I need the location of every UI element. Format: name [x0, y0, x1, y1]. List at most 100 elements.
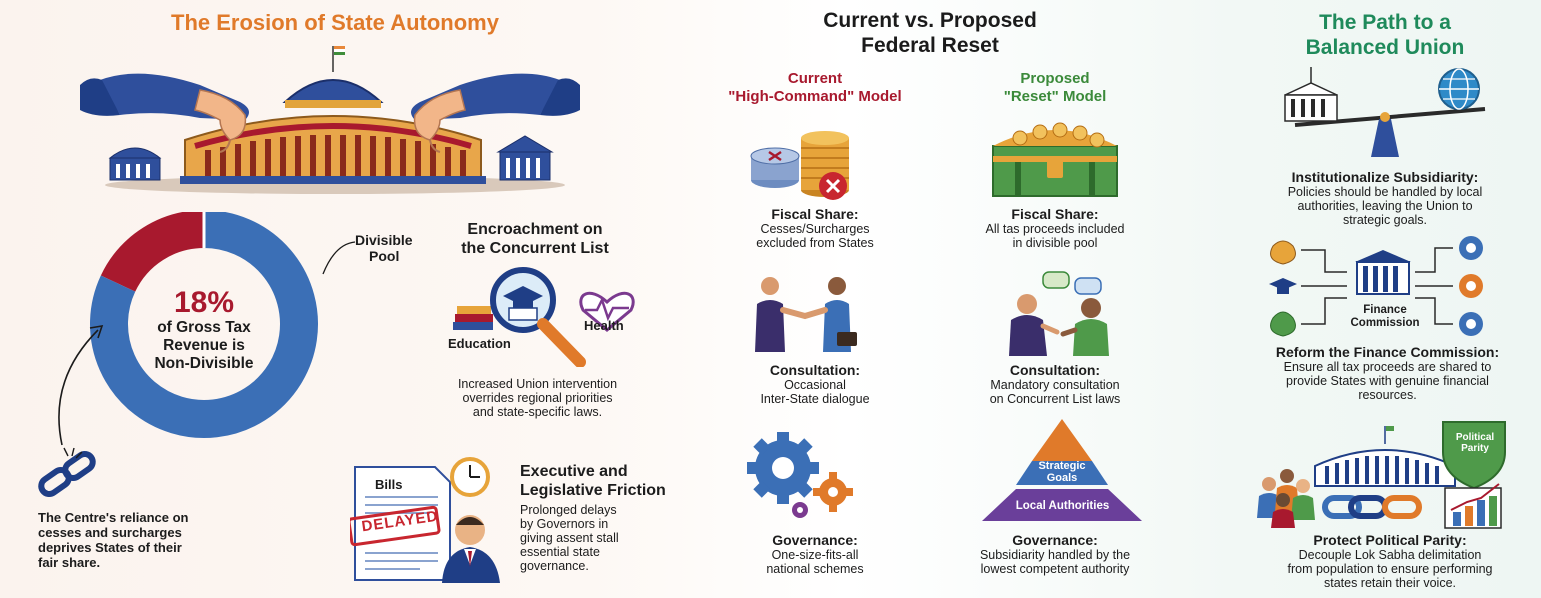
curved-arrow-icon: [58, 324, 104, 446]
parity-line3: states retain their voice.: [1323, 576, 1456, 590]
concurrent-title-line2: the Concurrent List: [461, 240, 609, 257]
current-header-line1: Current: [787, 70, 843, 87]
donut-center-label: 18% of Gross Tax Revenue is Non-Divisibl…: [140, 287, 268, 373]
friction-description: Prolonged delays by Governors in giving …: [520, 503, 670, 573]
proposed-consultation-block: Consultation: Mandatory consultation on …: [945, 362, 1165, 407]
concurrent-desc-line2: overrides regional priorities: [462, 391, 613, 405]
education-label: Education: [448, 336, 511, 351]
proposed-gov-line1: Subsidiarity handled by the: [979, 548, 1131, 562]
balance-scale-icon: [1284, 67, 1486, 157]
current-fiscal-line1: Cesses/Surcharges: [760, 222, 870, 236]
current-fiscal-line2: excluded from States: [756, 236, 874, 250]
callout-pointer-line: [322, 241, 356, 275]
donut-segment-divisible: [90, 212, 318, 438]
subsidiarity-block: Institutionalize Subsidiarity: Policies …: [1250, 169, 1520, 228]
cess-note-line3: deprives States of their: [38, 540, 182, 555]
friction-title-line1: Executive and: [520, 463, 628, 480]
middle-title-line1: Current vs. Proposed: [823, 9, 1037, 32]
political-parity-illustration: [1257, 421, 1506, 529]
delayed-bills-governor-illustration: [350, 457, 500, 583]
proposed-header-line2: "Reset" Model: [1003, 88, 1107, 105]
dialogue-icon: [1009, 271, 1109, 356]
donut-rings: [90, 212, 318, 438]
current-header-line2: "High-Command" Model: [728, 88, 902, 105]
parity-title: Protect Political Parity:: [1313, 532, 1467, 548]
finance-commission-block: Reform the Finance Commission: Ensure al…: [1250, 344, 1525, 403]
current-gov-line1: One-size-fits-all: [771, 548, 859, 562]
finance-commission-label: Finance Commission: [1330, 304, 1440, 330]
concurrent-description: Increased Union intervention overrides r…: [430, 377, 645, 419]
cess-note: The Centre's reliance on cesses and surc…: [38, 510, 258, 570]
proposed-fiscal-block: Fiscal Share: All tas proceeds included …: [945, 206, 1165, 251]
pyramid-top-line2: Goals: [1046, 472, 1078, 484]
cess-note-line4: fair share.: [38, 555, 101, 570]
middle-panel-title: Current vs. Proposed Federal Reset: [760, 8, 1100, 58]
finance-line2: provide States with genuine financial: [1286, 374, 1489, 388]
finance-line3: resources.: [1358, 388, 1417, 402]
concurrent-desc-line1: Increased Union intervention: [457, 377, 618, 391]
pyramid-strategic-goals-label: Strategic Goals: [1022, 460, 1102, 484]
donut-segment-non-divisible: [100, 212, 205, 293]
current-gov-title: Governance:: [772, 532, 858, 548]
pyramid-top-line1: Strategic: [1038, 460, 1086, 472]
proposed-gov-line2: lowest competent authority: [980, 562, 1130, 576]
friction-desc-line4: essential state: [520, 545, 600, 559]
non-divisible-percent: 18%: [173, 286, 235, 319]
parity-line1: Decouple Lok Sabha delimitation: [1298, 548, 1482, 562]
proposed-consult-line2: on Concurrent List laws: [989, 392, 1121, 406]
finance-line1: Ensure all tax proceeds are shared to: [1283, 360, 1492, 374]
proposed-gov-title: Governance:: [1012, 532, 1098, 548]
political-parity-shield-label: Political Parity: [1443, 432, 1507, 454]
friction-title: Executive and Legislative Friction: [520, 462, 700, 500]
divisible-pool-donut-chart: [90, 212, 318, 438]
proposed-consult-line1: Mandatory consultation: [990, 378, 1120, 392]
parity-shield-line1: Political: [1455, 432, 1495, 443]
proposed-header-line1: Proposed: [1020, 70, 1090, 87]
current-fiscal-block: Fiscal Share: Cesses/Surcharges excluded…: [710, 206, 920, 251]
right-title-line2: Balanced Union: [1305, 36, 1465, 59]
parity-shield-line2: Parity: [1461, 443, 1489, 454]
subsidiarity-title: Institutionalize Subsidiarity:: [1291, 169, 1479, 185]
divisible-pool-callout-line2: Pool: [369, 248, 400, 264]
current-gov-line2: national schemes: [766, 562, 864, 576]
finance-diagram-line2: Commission: [1350, 317, 1420, 329]
finance-title: Reform the Finance Commission:: [1275, 344, 1500, 360]
pyramid-local-authorities-label: Local Authorities: [1015, 500, 1110, 512]
middle-title-line2: Federal Reset: [861, 34, 999, 57]
proposed-consult-title: Consultation:: [1009, 362, 1101, 378]
treasure-chest-icon: [992, 122, 1118, 197]
proposed-governance-block: Governance: Subsidiarity handled by the …: [945, 532, 1165, 577]
proposed-fiscal-title: Fiscal Share:: [1011, 206, 1099, 222]
current-consultation-block: Consultation: Occasional Inter-State dia…: [710, 362, 920, 407]
bills-label: Bills: [375, 477, 403, 492]
concurrent-desc-line3: and state-specific laws.: [472, 405, 603, 419]
current-consult-line1: Occasional: [784, 378, 846, 392]
current-consult-line2: Inter-State dialogue: [760, 392, 870, 406]
subsidiarity-line2: authorities, leaving the Union to: [1297, 199, 1473, 213]
parity-line2: from population to ensure performing: [1287, 562, 1493, 576]
broken-chain-icon: [38, 447, 96, 498]
friction-desc-line1: Prolonged delays: [520, 503, 617, 517]
current-model-header: Current "High-Command" Model: [705, 70, 925, 106]
finance-commission-flow-diagram: [1269, 236, 1483, 337]
subsidiarity-line1: Policies should be handled by local: [1287, 185, 1483, 199]
current-consult-title: Consultation:: [769, 362, 861, 378]
proposed-fiscal-line2: in divisible pool: [1012, 236, 1098, 250]
left-panel-title: The Erosion of State Autonomy: [171, 10, 499, 35]
current-fiscal-title: Fiscal Share:: [771, 206, 859, 222]
cess-note-line1: The Centre's reliance on: [38, 510, 189, 525]
proposed-model-header: Proposed "Reset" Model: [955, 70, 1155, 106]
magnifier-education-health-illustration: [453, 267, 635, 367]
health-label: Health: [584, 318, 624, 333]
subsidiarity-line3: strategic goals.: [1342, 213, 1428, 227]
coins-excluded-icon: [750, 131, 849, 200]
subsidiarity-pyramid-icon: [982, 419, 1142, 521]
right-title-line1: The Path to a: [1319, 11, 1451, 34]
handshake-icon: [755, 277, 857, 352]
finance-diagram-line1: Finance: [1363, 304, 1407, 316]
friction-desc-line5: governance.: [520, 559, 589, 573]
right-panel-title: The Path to a Balanced Union: [1260, 10, 1510, 60]
divisible-pool-callout: Divisible Pool: [355, 232, 435, 264]
parliament-with-hands-illustration: [80, 46, 580, 194]
current-governance-block: Governance: One-size-fits-all national s…: [710, 532, 920, 577]
